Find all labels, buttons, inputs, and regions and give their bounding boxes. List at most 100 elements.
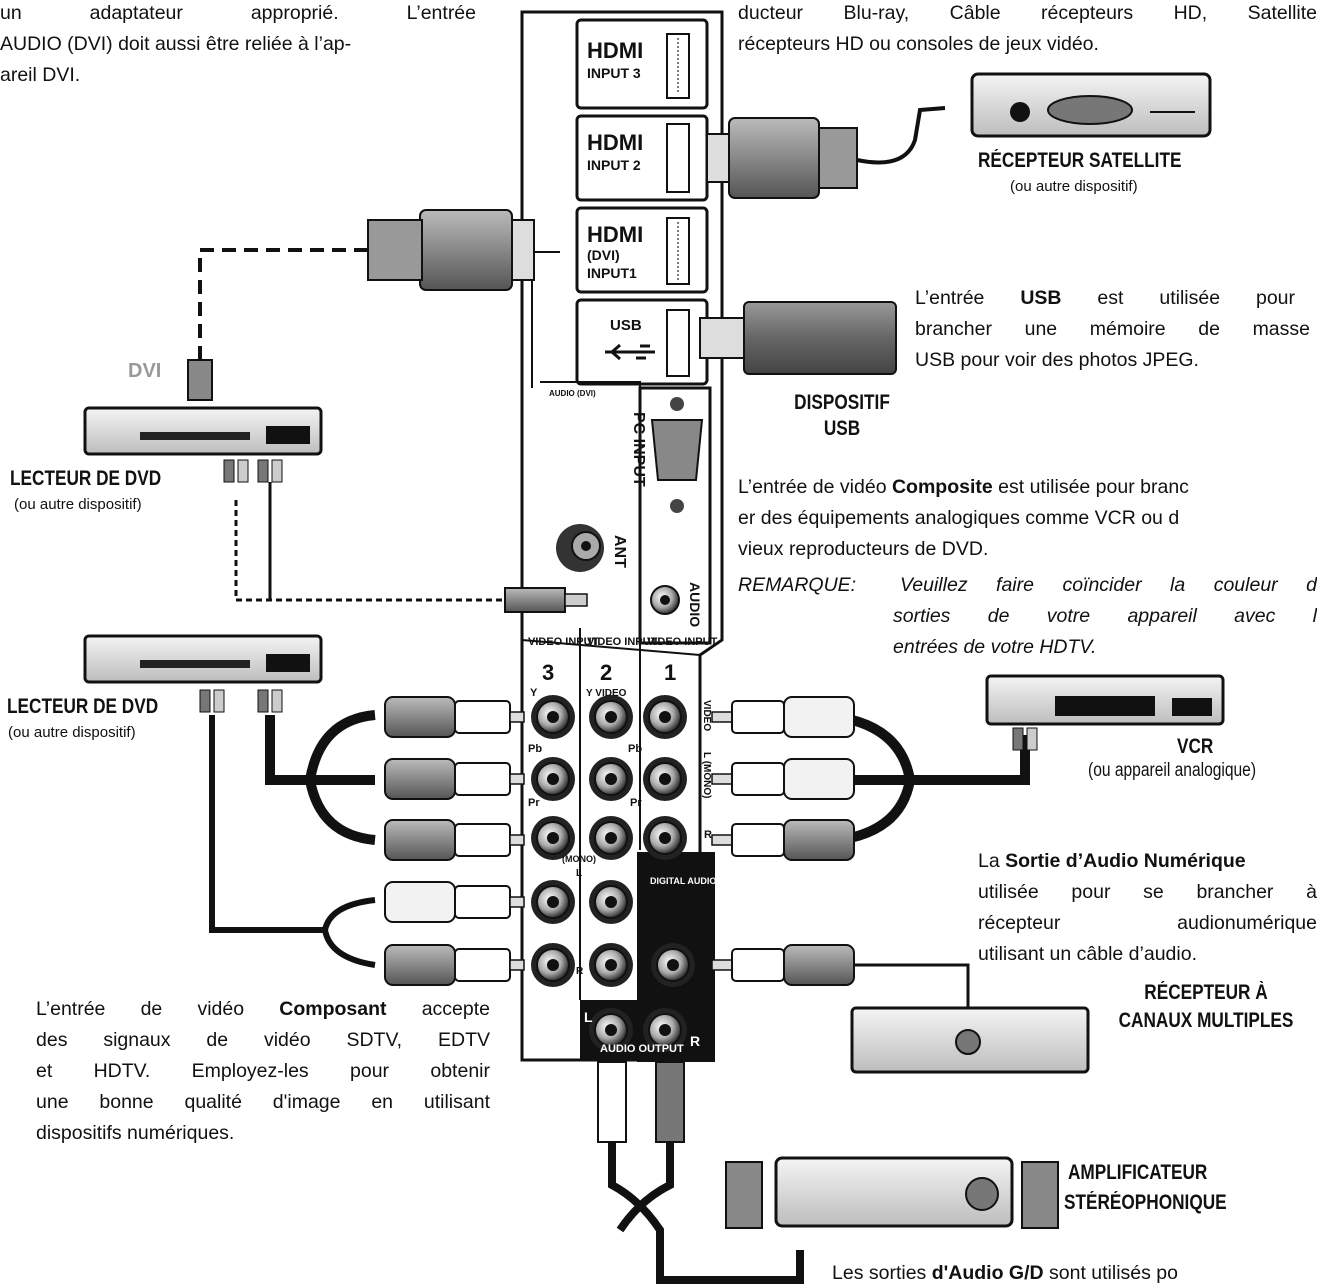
y-label: Y [530,687,538,699]
speaker-left-icon [725,1161,763,1229]
hdmi3-label: INPUT 3 [587,65,641,81]
hdmi2-label: INPUT 2 [587,157,641,173]
rca-plug-small [223,459,249,483]
component-text-line1: L’entrée de vidéo Composant accepte [36,996,490,1023]
usb-device-label-line2: USB [823,417,861,440]
hdmi-input1-port [575,206,709,294]
multichannel-receiver-device [850,1006,1090,1074]
dvd-player-2-device [83,634,323,684]
r-label-2: R [576,966,584,977]
mono-label: (MONO) [562,854,596,864]
rca-plug [384,819,525,861]
rca-jack [531,816,575,860]
satellite-receiver-device [970,72,1212,138]
dvi-label: DVI [128,360,162,382]
composite-text-line1: L’entrée de vidéo Composite est utilisée… [738,474,1317,501]
audio-dvi-jack [650,585,680,615]
vcr-label: VCR [1177,735,1214,758]
rca-jack [589,757,633,801]
amplifier-label-line2: STÉRÉOPHONIQUE [1064,1191,1227,1214]
rca-jack [643,695,687,739]
composite-text-line3: vieux reproducteurs de DVD. [738,538,989,560]
usb-stick [699,301,897,375]
video-input2-label: VIDEO INPUT [587,636,658,648]
component-cables [209,710,376,968]
rca-jack [589,880,633,924]
pr-label-2: Pr [630,797,642,809]
vcr-sublabel: (ou appareil analogique) [1088,760,1257,781]
usb-text-line2: brancher une mémoire de masse [915,318,1310,340]
dvi-cable [187,209,535,401]
stereo-amplifier-device [725,1156,1059,1229]
digital-text-line3: récepteur audionumérique [978,912,1317,934]
rca-plug [711,819,855,861]
rca-jack [589,1008,633,1052]
rca-jack [531,880,575,924]
rca-plug [711,758,855,800]
audio-output-r-label: R [690,1033,700,1049]
digital-text-line1: La Sortie d’Audio Numérique [978,848,1246,875]
dvd-player-1-device [83,406,323,456]
multichannel-label-line1: RÉCEPTEUR À [1144,981,1268,1004]
rca-jack [589,943,633,987]
component-text-post: accepte [386,998,491,1020]
hdmi3-logo: HDMI [587,38,643,63]
usb-text-line1: L’entrée USB est utilisée pour [915,285,1295,312]
bottom-text-pre: Les sorties [832,1262,932,1284]
bottom-text-bold: d'Audio G/D [931,1262,1044,1284]
digital-audio-output-label: DIGITAL AUDIO OUTPUT [650,876,756,886]
hdmi-input3-port [575,18,709,110]
rca-plug [384,881,525,923]
l-mono-label: L (MONO) [701,752,712,798]
rca-jack [531,695,575,739]
rca-jack [531,757,575,801]
speaker-right-icon [1021,1161,1059,1229]
satellite-sublabel: (ou autre dispositif) [1010,178,1138,195]
video-input1-number: 1 [664,660,676,685]
hdmi1-logo: HDMI [587,222,643,247]
audio-output-l-label: L [584,1009,593,1025]
composite-text-pre: L’entrée de vidéo [738,476,892,498]
usb-port [575,298,709,386]
intro-right-line1: ducteur Blu-ray, Câble récepteurs HD, Sa… [738,2,1317,24]
remarque-label: REMARQUE: [738,574,857,596]
usb-text-post: est utilisée pour [1061,287,1296,309]
component-text-line2: des signaux de vidéo SDTV, EDTV [36,1029,490,1051]
audio-output-cable [597,1061,804,1284]
digital-text-line2: utilisée pour se brancher à [978,881,1317,903]
l-label-2: L [576,868,582,879]
rca-jack [643,816,687,860]
usb-text-line3: USB pour voir des photos JPEG. [915,349,1199,371]
digital-text-pre: La [978,850,1006,872]
video-input3-label: VIDEO INPUT [528,636,599,648]
r-label-1: R [704,829,712,841]
rca-jack [643,757,687,801]
bottom-text-line1: Les sorties d'Audio G/D sont utilisés po [832,1260,1178,1287]
panel-divider [521,639,701,656]
rca-plug [711,696,855,738]
remarque-line1: Veuillez faire coïncider la couleur d [900,574,1317,596]
dvd1-audio-cable [234,482,588,613]
rca-jack [643,1008,687,1052]
rca-jack [651,943,695,987]
dvd1-sublabel: (ou autre dispositif) [14,496,142,513]
rca-plug [384,758,525,800]
component-text-bold: Composant [279,998,387,1020]
video-input2-number: 2 [600,660,612,685]
dvd2-sublabel: (ou autre dispositif) [8,724,136,741]
intro-left-line1: un adaptateur approprié. L’entrée [0,2,476,24]
composite-text-post: est utilisée pour branc [992,476,1189,498]
audio-dvi-label: AUDIO (DVI) [549,389,596,398]
video-input3-number: 3 [542,660,554,685]
digital-text-line4: utilisant un câble d’audio. [978,943,1197,965]
satellite-hdmi-cable [706,106,946,199]
digital-text-bold: Sortie d’Audio Numérique [1005,850,1246,872]
bottom-text-post: sont utilisés po [1043,1262,1178,1284]
hdmi1-dvi-label: (DVI) [587,247,620,263]
pb-label-3: Pb [528,743,542,755]
usb-label: USB [610,317,642,334]
rca-jack [589,816,633,860]
video-port-label: VIDEO [701,700,712,731]
dvd1-label: LECTEUR DE DVD [10,467,162,490]
